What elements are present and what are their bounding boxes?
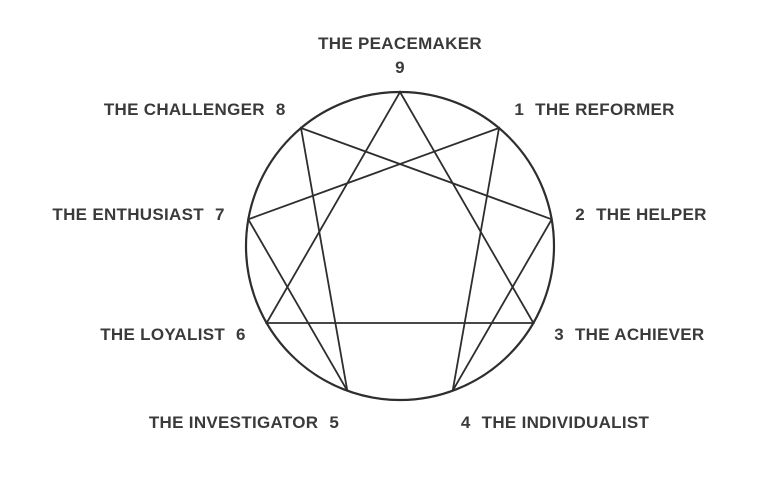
type-number-1: 1 xyxy=(514,99,525,119)
type-label-7: THE ENTHUSIAST 7 xyxy=(52,204,224,226)
type-name-4: THE INDIVIDUALIST xyxy=(481,413,650,433)
type-label-5: THE INVESTIGATOR 5 xyxy=(149,412,339,434)
type-name-3: THE ACHIEVER xyxy=(574,325,705,344)
type-name-8: THE CHALLENGER xyxy=(103,99,265,119)
type-number-5: 5 xyxy=(329,413,340,433)
type-label-8: THE CHALLENGER 8 xyxy=(104,99,286,121)
type-name-9: THE PEACEMAKER xyxy=(318,34,482,53)
type-number-4: 4 xyxy=(460,413,471,433)
type-name-5: THE INVESTIGATOR xyxy=(148,413,319,433)
type-label-1: 1 THE REFORMER xyxy=(514,99,674,121)
type-label-6: THE LOYALIST 6 xyxy=(100,324,246,346)
type-label-9: THE PEACEMAKER 9 xyxy=(318,34,482,78)
type-label-2: 2 THE HELPER xyxy=(575,204,706,226)
enneagram-circle xyxy=(244,90,556,402)
hexad-lines xyxy=(246,126,554,392)
type-name-6: THE LOYALIST xyxy=(100,325,226,344)
type-number-6: 6 xyxy=(236,325,246,344)
type-number-8: 8 xyxy=(275,99,286,119)
type-number-9: 9 xyxy=(395,58,405,77)
type-label-4: 4 THE INDIVIDUALIST xyxy=(461,412,649,434)
type-name-2: THE HELPER xyxy=(596,205,707,225)
type-name-7: THE ENTHUSIAST xyxy=(52,205,204,225)
triangle-lines xyxy=(265,90,535,324)
type-number-3: 3 xyxy=(554,325,564,344)
type-number-7: 7 xyxy=(214,205,225,225)
type-name-1: THE REFORMER xyxy=(535,99,675,119)
type-label-3: 3 THE ACHIEVER xyxy=(554,324,704,346)
type-number-2: 2 xyxy=(575,205,586,225)
